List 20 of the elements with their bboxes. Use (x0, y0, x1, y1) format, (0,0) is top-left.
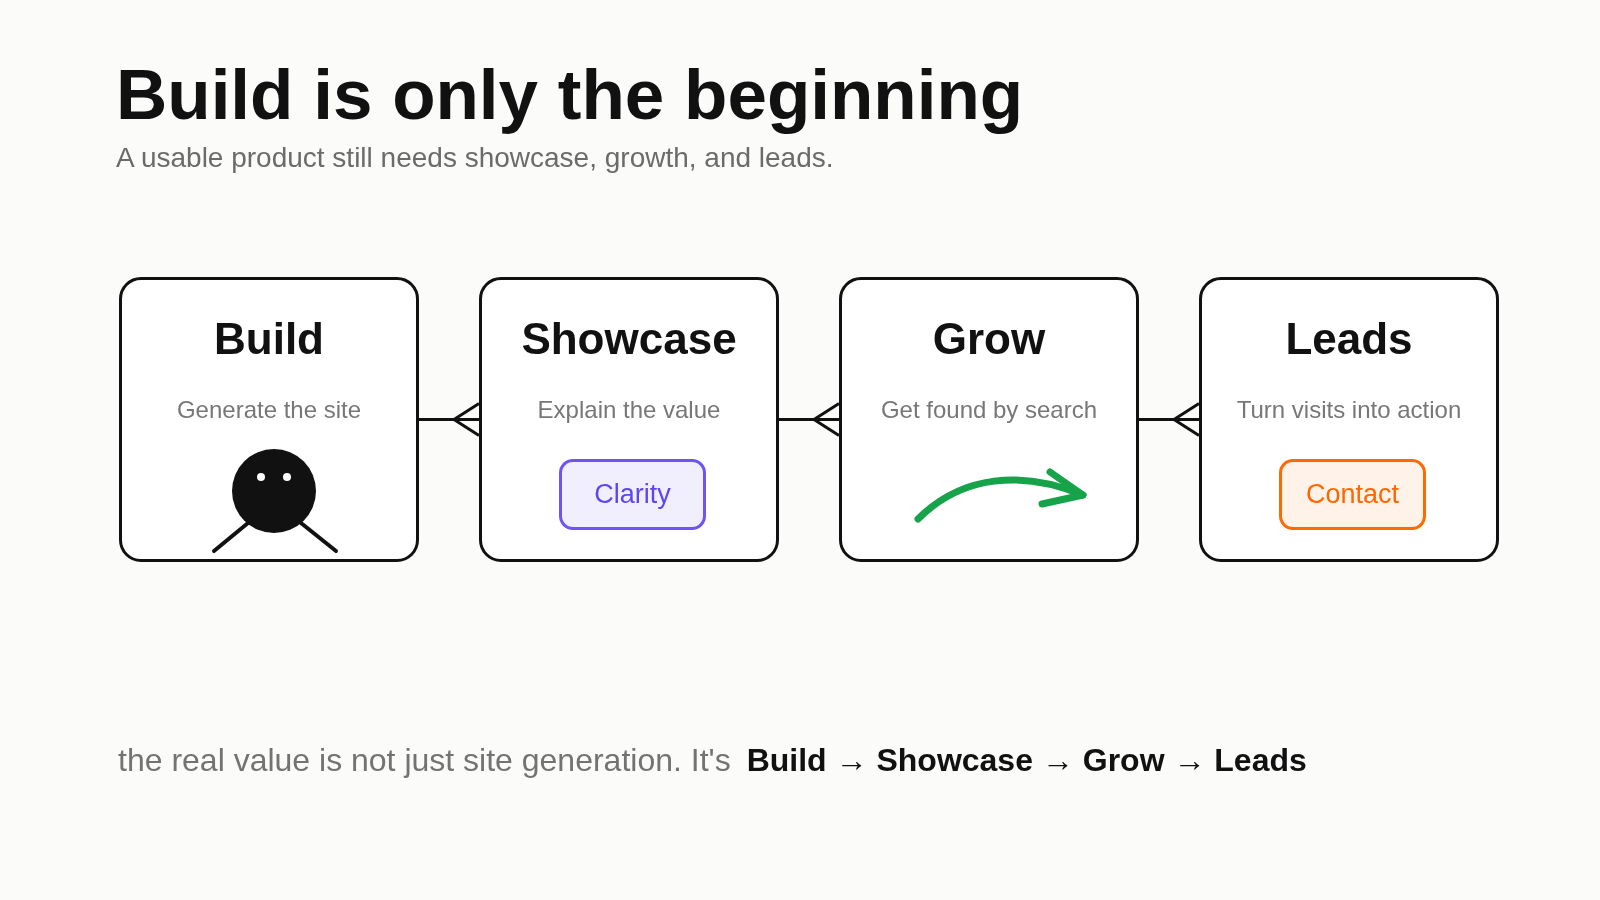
connector-line (779, 402, 841, 437)
tag-chip: Contact (1279, 459, 1426, 530)
step-description: Generate the site (176, 396, 362, 425)
step-description: Get found by search (880, 396, 1098, 425)
subtitle: A usable product still needs showcase, growth, and leads. (116, 141, 834, 175)
flow-summary: Build → Showcase → Grow → Leads (746, 741, 1307, 780)
connector-line (419, 402, 481, 437)
step-description: Turn visits into action (1236, 396, 1462, 425)
body-text: the real value is not just site generation. It's (118, 741, 731, 780)
step-card (479, 277, 779, 562)
step-heading: Leads (1285, 317, 1413, 361)
step-card (1199, 277, 1499, 562)
step-heading: Grow (932, 317, 1046, 361)
step-heading: Build (214, 317, 324, 361)
tag-chip: Clarity (559, 459, 706, 530)
step-heading: Showcase (521, 317, 737, 361)
step-description: Explain the value (537, 396, 721, 425)
step-card (839, 277, 1139, 562)
connector-line (1139, 402, 1201, 437)
step-card (119, 277, 419, 562)
